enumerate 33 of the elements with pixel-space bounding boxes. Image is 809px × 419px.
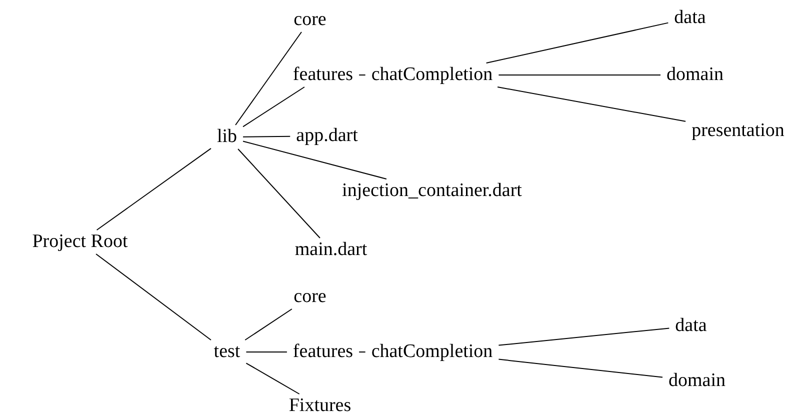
folder-label: features <box>292 64 354 86</box>
tree-connector <box>242 136 291 138</box>
folder-label: Fixtures <box>288 395 352 417</box>
folder-label: presentation <box>692 120 784 142</box>
folder-label: injection_container.dart <box>342 180 522 202</box>
folder-label: app.dart <box>296 125 358 147</box>
tree-connector <box>498 328 670 346</box>
folder-label: domain <box>668 370 726 392</box>
folder-label: core <box>294 9 326 31</box>
folder-label: chatCompletion <box>371 341 493 363</box>
tree-connector <box>246 362 300 394</box>
tree-connector <box>486 22 669 64</box>
folder-label: Project Root <box>32 231 128 253</box>
tree-connector <box>244 308 292 340</box>
tree-connector <box>242 140 387 180</box>
folder-label: features <box>292 341 354 363</box>
folder-label: main.dart <box>294 239 368 261</box>
folder-label: data <box>674 7 706 29</box>
tree-connector <box>498 74 661 76</box>
tree-connector <box>497 86 686 122</box>
folder-label: data <box>675 315 707 337</box>
tree-connector <box>96 254 212 340</box>
folder-label: chatCompletion <box>371 64 493 86</box>
tree-connector <box>235 32 302 126</box>
tree-connector <box>358 74 366 76</box>
tree-connector <box>96 148 212 230</box>
tree-connector <box>238 148 320 238</box>
folder-label: core <box>294 286 326 308</box>
folder-label: domain <box>666 64 724 86</box>
folder-label: test <box>214 341 240 363</box>
folder-label: lib <box>216 126 238 148</box>
tree-connector <box>242 86 305 128</box>
tree-connector <box>498 358 663 378</box>
